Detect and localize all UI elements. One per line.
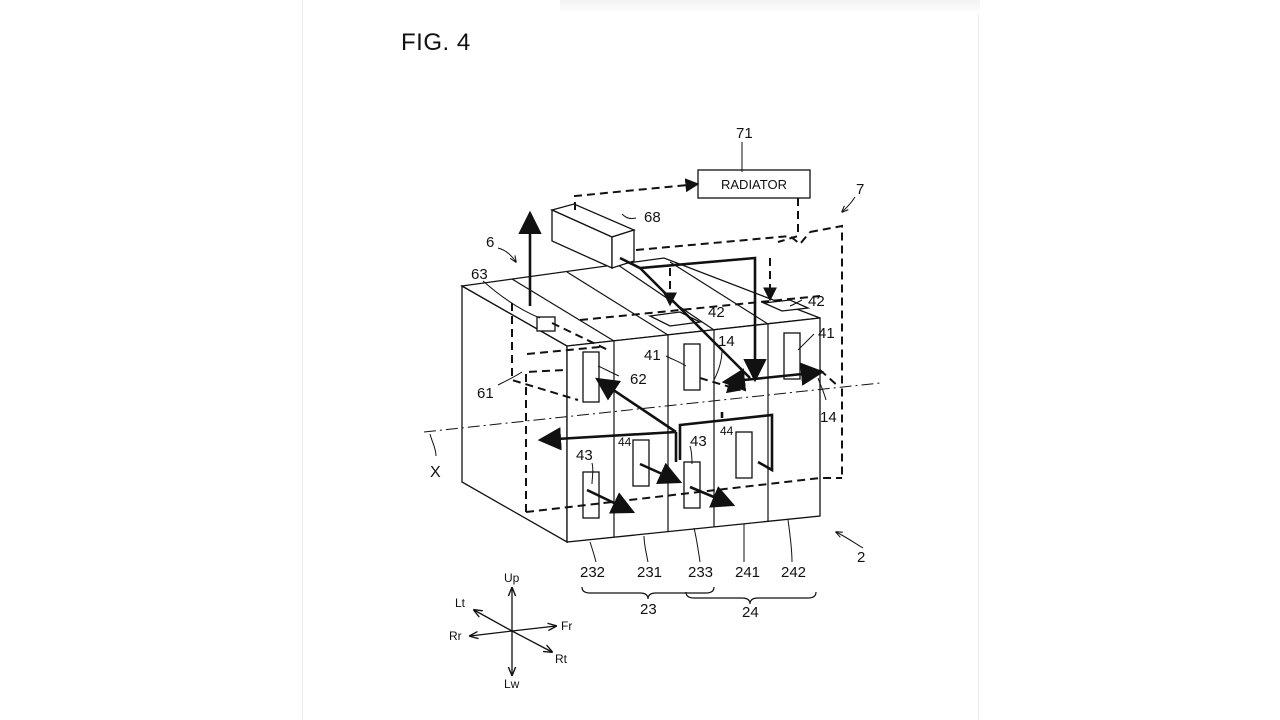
ref-61: 61 <box>477 385 494 402</box>
ref-42-right: 42 <box>808 293 825 310</box>
ref-6: 6 <box>486 234 494 251</box>
window-41-right <box>784 333 800 379</box>
ref-14-top: 14 <box>718 333 735 350</box>
compass-fr: Fr <box>561 619 572 633</box>
ref-x: X <box>430 464 441 481</box>
compass-lt: Lt <box>455 596 466 610</box>
ref-241: 241 <box>735 564 760 581</box>
ref-242: 242 <box>781 564 806 581</box>
ref-44-right: 44 <box>720 424 734 438</box>
ref-14-right: 14 <box>820 409 837 426</box>
window-43-mid <box>684 462 700 508</box>
ref-42-left: 42 <box>708 304 725 321</box>
ref-41-left: 41 <box>644 347 661 364</box>
compass-rt: Rt <box>555 652 568 666</box>
window-44-right <box>736 432 752 478</box>
ref-41-right: 41 <box>818 325 835 342</box>
ref-231: 231 <box>637 564 662 581</box>
ref-232: 232 <box>580 564 605 581</box>
ref-62: 62 <box>630 371 647 388</box>
ref-68: 68 <box>644 209 661 226</box>
compass-lw: Lw <box>504 677 520 691</box>
ref-7: 7 <box>856 181 864 198</box>
ref-63: 63 <box>471 266 488 283</box>
radiator-label: RADIATOR <box>721 177 787 192</box>
compass-rr: Rr <box>449 629 462 643</box>
ref-24: 24 <box>742 604 759 621</box>
window-62 <box>583 352 599 402</box>
ref-71: 71 <box>736 125 753 142</box>
ref-44-left: 44 <box>618 435 632 449</box>
window-44-left <box>633 440 649 486</box>
group-braces <box>582 587 816 604</box>
window-41-left <box>684 344 700 390</box>
ref-233: 233 <box>688 564 713 581</box>
compass-up: Up <box>504 571 520 585</box>
ref-2: 2 <box>857 549 865 566</box>
ref-23: 23 <box>640 601 657 618</box>
ref-43-mid: 43 <box>690 433 707 450</box>
direction-compass <box>470 588 556 675</box>
ref-43-left: 43 <box>576 447 593 464</box>
